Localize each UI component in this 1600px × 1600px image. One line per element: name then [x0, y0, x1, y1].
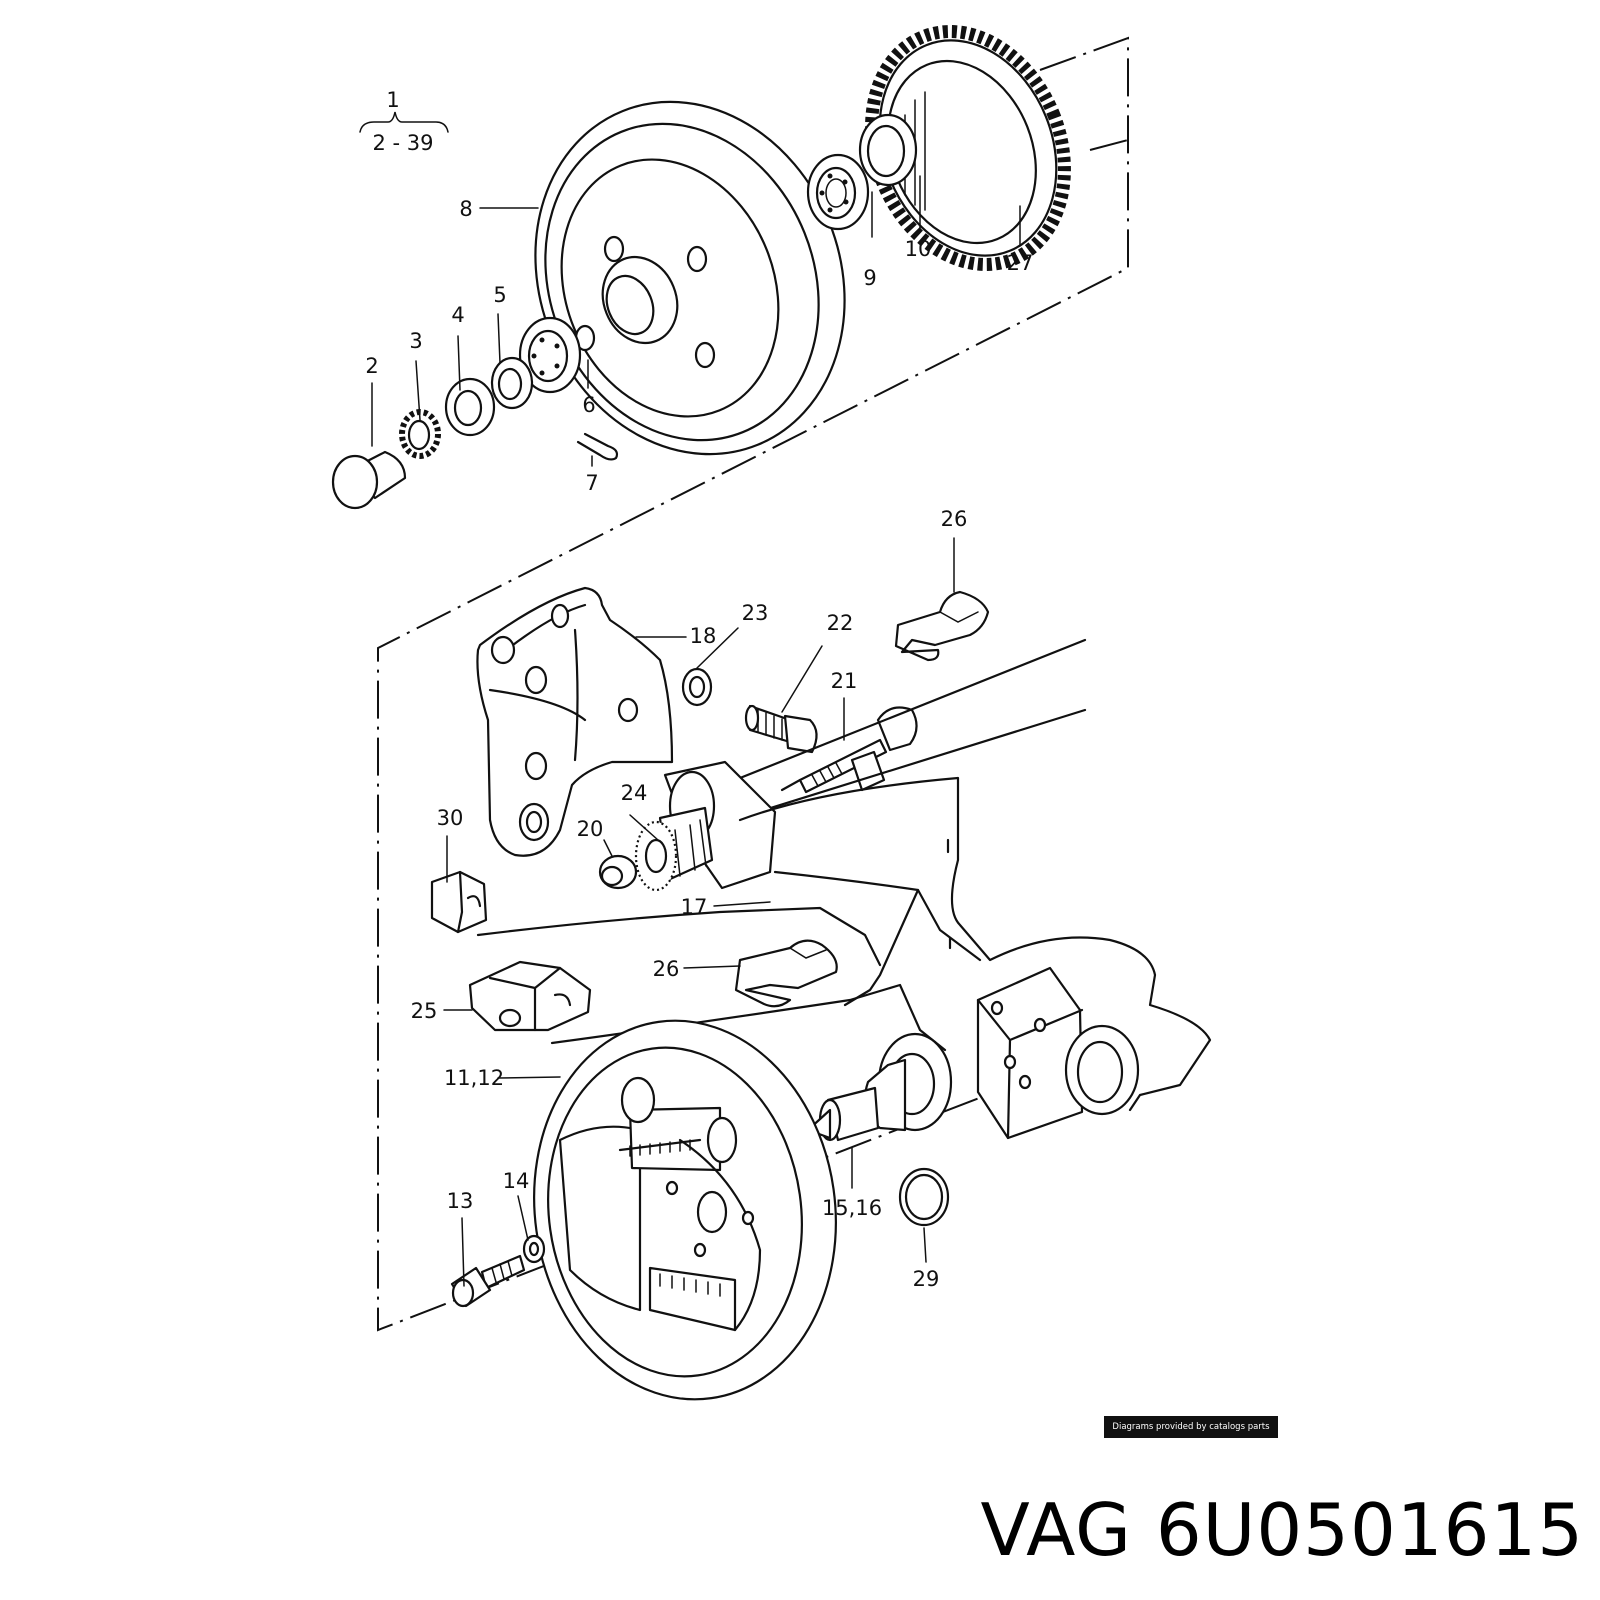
- assembly-number: 1: [386, 88, 399, 112]
- label-25: 25: [411, 999, 438, 1023]
- o-ring: [898, 1167, 950, 1227]
- lock-ring: [399, 409, 441, 459]
- part-number: 6U0501615: [1155, 1488, 1584, 1572]
- cotter-pin: [576, 432, 619, 461]
- label-5: 5: [493, 283, 506, 307]
- inner-bearing: [806, 153, 870, 231]
- label-13: 13: [447, 1189, 474, 1213]
- thrust-washer: [490, 356, 534, 410]
- bracket-washer: [681, 667, 713, 707]
- label-7: 7: [585, 471, 598, 495]
- label-20: 20: [577, 817, 604, 841]
- grease-cap: [331, 450, 407, 510]
- guide-piece: [468, 960, 592, 1032]
- part-number-title: VAG 6U0501615: [981, 1488, 1585, 1572]
- brake-backing-plate: [533, 1019, 837, 1401]
- label-21: 21: [831, 669, 858, 693]
- leader-lines: [371, 175, 1021, 1287]
- label-2: 2: [365, 354, 378, 378]
- rubber-buffer: [430, 870, 488, 934]
- brake-drum: [534, 100, 846, 456]
- label-11-12: 11,12: [444, 1066, 504, 1090]
- label-4: 4: [451, 303, 464, 327]
- assembly-range: 2 - 39: [372, 131, 433, 155]
- label-24: 24: [621, 781, 648, 805]
- plate-bolt: [450, 1254, 526, 1308]
- label-3: 3: [409, 329, 422, 353]
- part-labels: 8 9 10 27 2 3 4 5 6 7 26 18 23 22 21 24 …: [365, 197, 1033, 1291]
- rubber-bushing: [634, 806, 714, 892]
- spring-clip-lower: [734, 939, 838, 1008]
- label-26-upper: 26: [941, 507, 968, 531]
- label-26-lower: 26: [653, 957, 680, 981]
- label-6: 6: [582, 393, 595, 417]
- label-15-16: 15,16: [822, 1196, 882, 1220]
- label-18: 18: [690, 624, 717, 648]
- seal-ring: [858, 113, 918, 187]
- outer-bearing: [518, 316, 582, 394]
- label-23: 23: [742, 601, 769, 625]
- assembly-reference: 1 2 - 39: [359, 88, 449, 155]
- label-14: 14: [503, 1169, 530, 1193]
- label-17: 17: [681, 895, 708, 919]
- brand-name: VAG: [980, 1488, 1132, 1572]
- bushing-nut: [598, 854, 638, 890]
- bolt-washer: [522, 1234, 546, 1264]
- wheel-carrier-block: [976, 966, 1140, 1140]
- label-22: 22: [827, 611, 854, 635]
- stub-axle: [806, 1032, 953, 1142]
- label-27: 27: [1007, 251, 1034, 275]
- mounting-bracket: [476, 586, 674, 857]
- spring-clip-upper: [894, 590, 990, 662]
- axle-beam: [476, 638, 1212, 1112]
- label-10: 10: [905, 237, 932, 261]
- assembly-brace: [359, 111, 449, 133]
- label-8: 8: [459, 197, 472, 221]
- label-29: 29: [913, 1267, 940, 1291]
- axle-nut: [444, 377, 496, 437]
- diagram-credit-badge: Diagrams provided by catalogs parts: [1104, 1416, 1278, 1438]
- label-30: 30: [437, 806, 464, 830]
- label-9: 9: [863, 266, 876, 290]
- bracket-bolt: [744, 704, 818, 754]
